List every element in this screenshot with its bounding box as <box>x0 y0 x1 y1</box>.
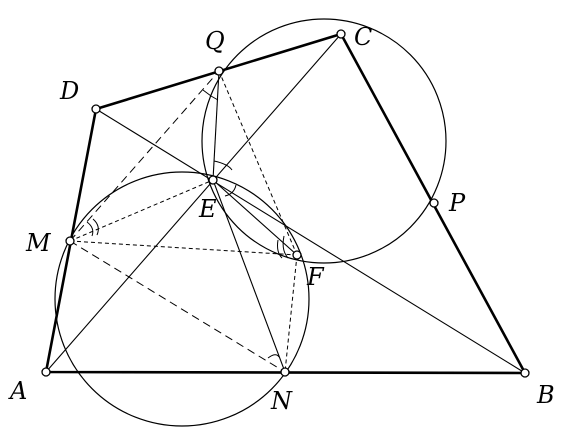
dashed-fn <box>284 254 298 373</box>
angle-mark-m1 <box>86 221 94 237</box>
point-q <box>214 66 224 76</box>
angle-mark-e2 <box>224 184 237 197</box>
point-e <box>208 175 218 185</box>
diagonal-bd <box>95 108 526 374</box>
label-e: E <box>198 195 217 223</box>
label-m: M <box>25 229 52 257</box>
point-f <box>292 250 302 260</box>
point-b <box>520 368 530 378</box>
dashed-mq <box>69 70 220 242</box>
label-f: F <box>306 263 325 291</box>
angle-mark-e1 <box>213 160 233 171</box>
vertex-markers <box>41 29 530 378</box>
dashed-qf <box>218 70 298 256</box>
label-b: B <box>536 381 555 409</box>
point-c <box>336 29 346 39</box>
label-a: A <box>8 377 27 405</box>
label-p: P <box>448 189 466 217</box>
dashed-mn <box>69 240 286 373</box>
point-d <box>91 104 101 114</box>
point-a <box>41 367 51 377</box>
label-d: D <box>59 77 79 105</box>
point-n <box>280 367 290 377</box>
label-q: Q <box>205 27 225 55</box>
label-n: N <box>270 387 293 415</box>
circle-through-q-c-p-f <box>201 18 447 264</box>
dashed-mf <box>69 240 298 256</box>
angle-mark-f2 <box>282 235 289 259</box>
label-c: C <box>354 23 372 51</box>
segment-ef <box>212 179 298 256</box>
angle-mark-f1 <box>277 239 283 259</box>
point-m <box>65 236 75 246</box>
dashed-me <box>69 179 214 242</box>
segment-en <box>212 179 286 373</box>
segment-qe <box>212 70 220 181</box>
diagonal-ac <box>45 33 342 373</box>
angle-mark-n <box>267 354 280 359</box>
point-p <box>429 198 439 208</box>
angle-mark-q <box>202 89 219 101</box>
circle-through-m-e-f-n <box>54 171 310 427</box>
angle-mark-m2 <box>92 218 99 236</box>
